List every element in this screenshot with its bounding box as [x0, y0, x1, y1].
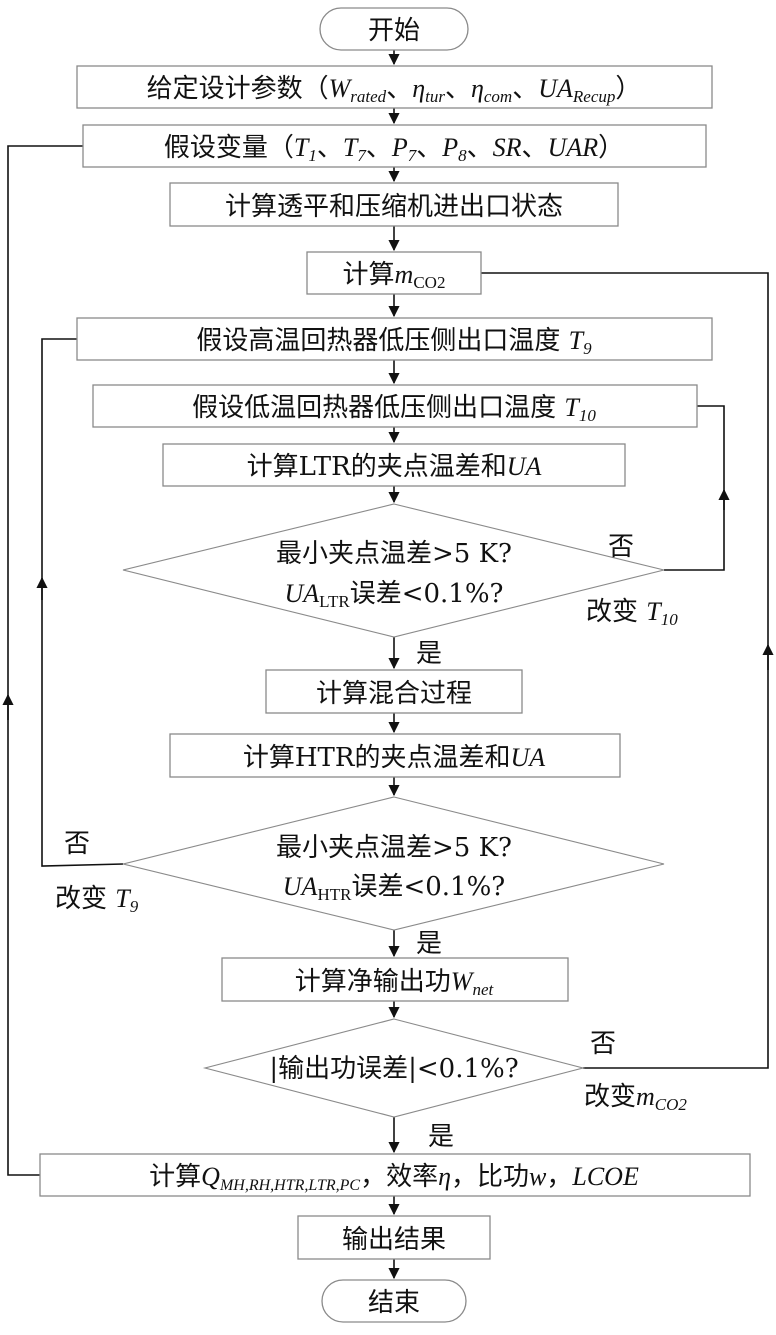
ltr-yes-label: 是 — [416, 639, 442, 669]
end-terminal: 结束 — [321, 1279, 467, 1323]
calc-states-box: 计算透平和压缩机进出口状态 — [169, 182, 619, 227]
given-params-box: 给定设计参数（Wrated、ηtur、ηcom、UARecup） — [76, 65, 713, 109]
ltr-change-label: 改变 T10 — [586, 597, 678, 629]
output-box: 输出结果 — [297, 1215, 491, 1260]
calc-htr-label: 计算HTR的夹点温差和UA — [243, 743, 545, 773]
power-change-label: 改变mCO2 — [584, 1082, 687, 1114]
check-power-decision: |输出功误差|<0.1%? — [202, 1018, 586, 1118]
check-ltr-line1: 最小夹点温差>5 K? — [276, 539, 512, 569]
calc-states-label: 计算透平和压缩机进出口状态 — [225, 192, 563, 222]
loop-outer — [7, 145, 83, 1176]
connectors — [2, 50, 774, 1280]
check-power-label: |输出功误差|<0.1%? — [269, 1054, 518, 1084]
start-label: 开始 — [368, 16, 420, 46]
calc-results-box: 计算QMH,RH,HTR,LTR,PC，效率η，比功w，LCOE — [39, 1153, 751, 1197]
assume-t10-label: 假设低温回热器低压侧出口温度 T10 — [192, 393, 596, 425]
assume-t10-box: 假设低温回热器低压侧出口温度 T10 — [92, 384, 698, 428]
calc-mix-box: 计算混合过程 — [265, 669, 523, 714]
power-no-label: 否 — [590, 1029, 616, 1059]
end-label: 结束 — [368, 1288, 420, 1318]
check-ltr-line2: UALTR误差<0.1%? — [285, 579, 504, 611]
assume-t9-box: 假设高温回热器低压侧出口温度 T9 — [76, 317, 713, 361]
loop-htr-no — [41, 338, 124, 867]
check-htr-line1: 最小夹点温差>5 K? — [276, 833, 512, 863]
assume-vars-label: 假设变量（T1、T7、P7、P8、SR、UAR） — [164, 133, 624, 165]
calc-mix-label: 计算混合过程 — [316, 679, 472, 709]
check-htr-decision: 最小夹点温差>5 K? UAHTR误差<0.1%? — [122, 796, 665, 931]
calc-wnet-box: 计算净输出功Wnet — [221, 957, 569, 1002]
ltr-no-label: 否 — [608, 532, 634, 562]
calc-htr-box: 计算HTR的夹点温差和UA — [169, 733, 621, 778]
loop-ltr-no — [664, 405, 725, 571]
htr-no-label: 否 — [64, 829, 90, 859]
check-htr-line2: UAHTR误差<0.1%? — [283, 872, 505, 904]
htr-yes-label: 是 — [416, 929, 442, 959]
power-yes-label: 是 — [428, 1122, 454, 1152]
calc-mco2-box: 计算mCO2 — [306, 251, 482, 295]
htr-change-label: 改变 T9 — [55, 884, 139, 916]
start-terminal: 开始 — [319, 7, 469, 51]
assume-t9-label: 假设高温回热器低压侧出口温度 T9 — [196, 326, 592, 358]
calc-results-label: 计算QMH,RH,HTR,LTR,PC，效率η，比功w，LCOE — [149, 1162, 639, 1194]
given-params-label: 给定设计参数（Wrated、ηtur、ηcom、UARecup） — [147, 74, 642, 106]
check-ltr-decision: 最小夹点温差>5 K? UALTR误差<0.1%? — [122, 503, 665, 638]
calc-wnet-label: 计算净输出功Wnet — [295, 967, 495, 999]
assume-vars-box: 假设变量（T1、T7、P7、P8、SR、UAR） — [82, 124, 707, 168]
calc-ltr-box: 计算LTR的夹点温差和UA — [162, 443, 626, 487]
calc-mco2-label: 计算mCO2 — [343, 260, 446, 292]
calc-ltr-label: 计算LTR的夹点温差和UA — [247, 452, 542, 482]
loop-power-no — [481, 272, 769, 1069]
output-label: 输出结果 — [342, 1225, 446, 1255]
